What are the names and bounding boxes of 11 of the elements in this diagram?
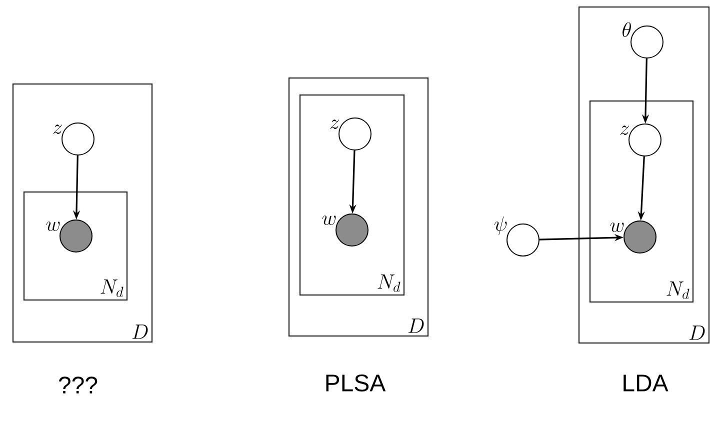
variable-label: $w$: [610, 222, 624, 232]
variable-label: $w$: [322, 216, 336, 225]
variable-label: $z$: [620, 126, 629, 135]
variable-label: $\theta$: [622, 22, 631, 37]
model-name: ???: [58, 376, 98, 394]
variable-label: $\psi$: [494, 216, 507, 235]
model-name: PLSA: [326, 374, 386, 392]
model-name: LDA: [624, 374, 668, 392]
variable-label: $z$: [53, 124, 62, 134]
variable-label: $z$: [330, 120, 339, 129]
variable-label: $w$: [46, 222, 60, 231]
